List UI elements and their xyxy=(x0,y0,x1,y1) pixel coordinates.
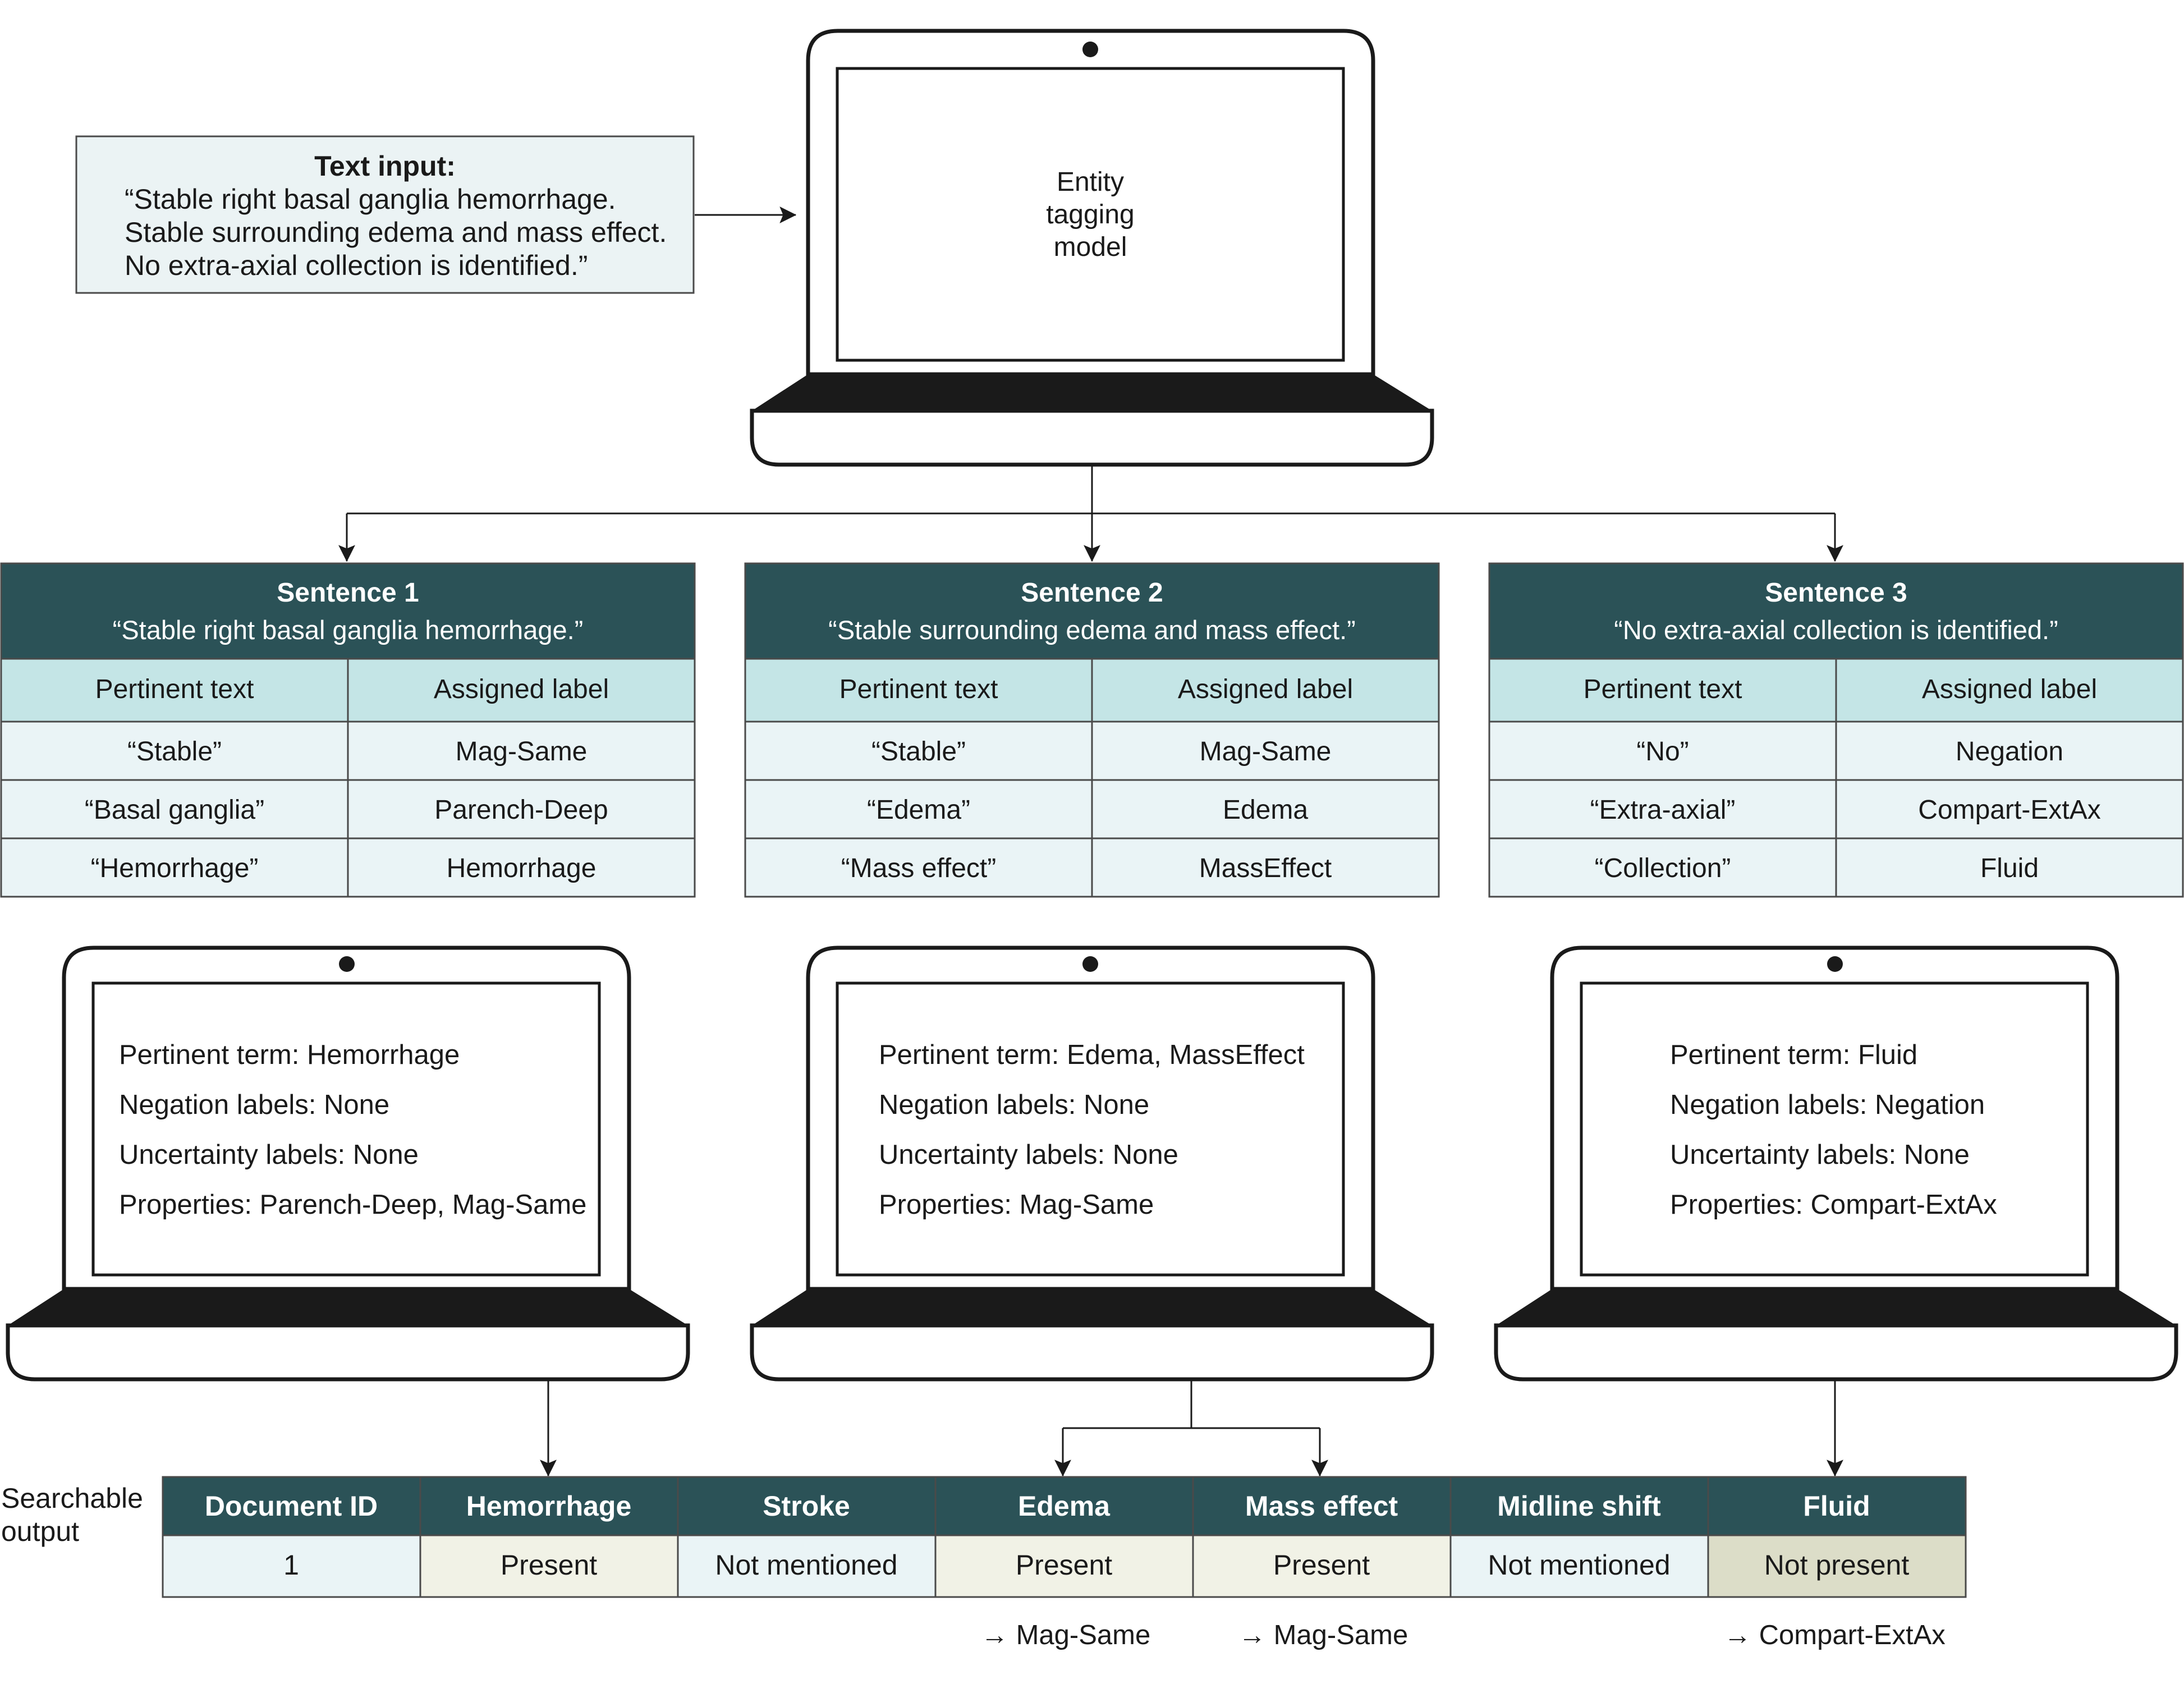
output-value-stroke: Not mentioned xyxy=(715,1549,897,1581)
model-label-line-1: Entity xyxy=(1057,167,1124,197)
sentence-3-row-3-label: Fluid xyxy=(1980,854,2039,883)
output-value-edema: Present xyxy=(1016,1549,1112,1581)
sentence-2-row-2-label: Edema xyxy=(1223,795,1308,825)
output-value-hemorrhage: Present xyxy=(501,1549,597,1581)
sentence-3-pertinent-term: Pertinent term: Fluid xyxy=(1670,1040,1917,1070)
output-header-hemorrhage: Hemorrhage xyxy=(466,1490,632,1522)
sentence-3-title: Sentence 3 xyxy=(1765,578,1907,608)
camera-icon xyxy=(1082,956,1098,972)
sentence-1-table: Sentence 1 “Stable right basal ganglia h… xyxy=(0,562,696,898)
model-label-line-3: model xyxy=(1054,232,1127,262)
sentence-3-negation-labels: Negation labels: Negation xyxy=(1670,1090,1985,1120)
searchable-output-table: Document ID Hemorrhage Stroke Edema Mass… xyxy=(162,1476,1967,1598)
sentence-1-result-laptop: Pertinent term: Hemorrhage Negation labe… xyxy=(6,946,690,1382)
sentence-2-quote: “Stable surrounding edema and mass effec… xyxy=(828,615,1356,645)
sentence-3-row-2-text: “Extra-axial” xyxy=(1590,795,1736,825)
sentence-2-properties: Properties: Mag-Same xyxy=(879,1190,1154,1220)
sentence-3-col-label: Assigned label xyxy=(1922,674,2097,704)
sentence-3-row-1-label: Negation xyxy=(1956,737,2063,767)
sentence-3-col-text: Pertinent text xyxy=(1584,674,1742,704)
sentence-1-pertinent-term: Pertinent term: Hemorrhage xyxy=(119,1040,460,1070)
output-side-label-line-1: Searchable xyxy=(1,1483,143,1514)
sentence-2-table: Sentence 2 “Stable surrounding edema and… xyxy=(744,562,1440,898)
text-input-line-1: “Stable right basal ganglia hemorrhage. xyxy=(125,183,616,215)
sentence-1-row-2-label: Parench-Deep xyxy=(434,795,608,825)
output-header-stroke: Stroke xyxy=(763,1490,850,1522)
sentence-1-negation-labels: Negation labels: None xyxy=(119,1090,389,1120)
sentence-2-row-2-text: “Edema” xyxy=(867,795,970,825)
model-split-connector xyxy=(338,466,1843,562)
sentence-1-col-label: Assigned label xyxy=(434,674,609,704)
output-value-mass-effect: Present xyxy=(1273,1549,1370,1581)
text-input-line-3: No extra-axial collection is identified.… xyxy=(125,250,588,281)
sentence-2-row-1-text: “Stable” xyxy=(871,737,966,767)
sentence-3-properties: Properties: Compart-ExtAx xyxy=(1670,1190,1997,1220)
sentence-3-table: Sentence 3 “No extra-axial collection is… xyxy=(1488,562,2184,898)
sentence-2-negation-labels: Negation labels: None xyxy=(879,1090,1149,1120)
sentence-1-row-3-label: Hemorrhage xyxy=(447,854,597,883)
results-to-output-connectors xyxy=(540,1381,1843,1477)
text-input-box: Text input: “Stable right basal ganglia … xyxy=(75,135,695,294)
output-header-fluid: Fluid xyxy=(1803,1490,1870,1522)
sentence-1-row-1-label: Mag-Same xyxy=(456,737,588,767)
text-input-heading: Text input: xyxy=(314,150,456,182)
output-value-document-id: 1 xyxy=(283,1549,299,1581)
sentence-1-properties: Properties: Parench-Deep, Mag-Same xyxy=(119,1190,586,1220)
sentence-2-col-text: Pertinent text xyxy=(839,674,998,704)
sentence-2-result-laptop: Pertinent term: Edema, MassEffect Negati… xyxy=(750,946,1434,1382)
camera-icon xyxy=(1082,42,1098,57)
sentence-2-uncertainty-labels: Uncertainty labels: None xyxy=(879,1140,1178,1170)
output-value-midline-shift: Not mentioned xyxy=(1488,1549,1670,1581)
sentence-2-row-1-label: Mag-Same xyxy=(1200,737,1332,767)
sentence-1-title: Sentence 1 xyxy=(277,578,419,608)
output-side-label-line-2: output xyxy=(1,1516,79,1547)
sentence-1-row-2-text: “Basal ganglia” xyxy=(85,795,264,825)
sentence-2-row-3-text: “Mass effect” xyxy=(841,854,997,883)
sentence-2-title: Sentence 2 xyxy=(1021,578,1163,608)
output-header-edema: Edema xyxy=(1018,1490,1111,1522)
output-value-fluid: Not present xyxy=(1764,1549,1910,1581)
sentence-1-row-1-text: “Stable” xyxy=(127,737,222,767)
output-header-document-id: Document ID xyxy=(205,1490,378,1522)
model-laptop: Entity tagging model xyxy=(750,29,1434,467)
sentence-1-quote: “Stable right basal ganglia hemorrhage.” xyxy=(113,615,584,645)
camera-icon xyxy=(1827,956,1843,972)
sentence-3-row-1-text: “No” xyxy=(1636,737,1689,767)
output-header-mass-effect: Mass effect xyxy=(1245,1490,1398,1522)
model-label-line-2: tagging xyxy=(1046,200,1134,230)
sentence-3-row-3-text: “Collection” xyxy=(1595,854,1731,883)
mass-effect-note-1: → Mag-Same xyxy=(1238,1620,1408,1650)
text-input-line-2: Stable surrounding edema and mass effect… xyxy=(125,217,667,248)
sentence-1-row-3-text: “Hemorrhage” xyxy=(91,854,259,883)
edema-note-1: → Mag-Same xyxy=(981,1620,1150,1650)
sentence-1-uncertainty-labels: Uncertainty labels: None xyxy=(119,1140,419,1170)
sentence-1-col-text: Pertinent text xyxy=(95,674,254,704)
camera-icon xyxy=(339,956,355,972)
output-header-midline-shift: Midline shift xyxy=(1497,1490,1661,1522)
sentence-3-row-2-label: Compart-ExtAx xyxy=(1918,795,2100,825)
sentence-2-pertinent-term: Pertinent term: Edema, MassEffect xyxy=(879,1040,1305,1070)
sentence-2-row-3-label: MassEffect xyxy=(1199,854,1332,883)
sentence-3-result-laptop: Pertinent term: Fluid Negation labels: N… xyxy=(1494,946,2178,1382)
sentence-3-uncertainty-labels: Uncertainty labels: None xyxy=(1670,1140,1970,1170)
fluid-note-1: → Compart-ExtAx xyxy=(1724,1620,1946,1650)
sentence-3-quote: “No extra-axial collection is identified… xyxy=(1614,615,2058,645)
sentence-2-col-label: Assigned label xyxy=(1178,674,1353,704)
